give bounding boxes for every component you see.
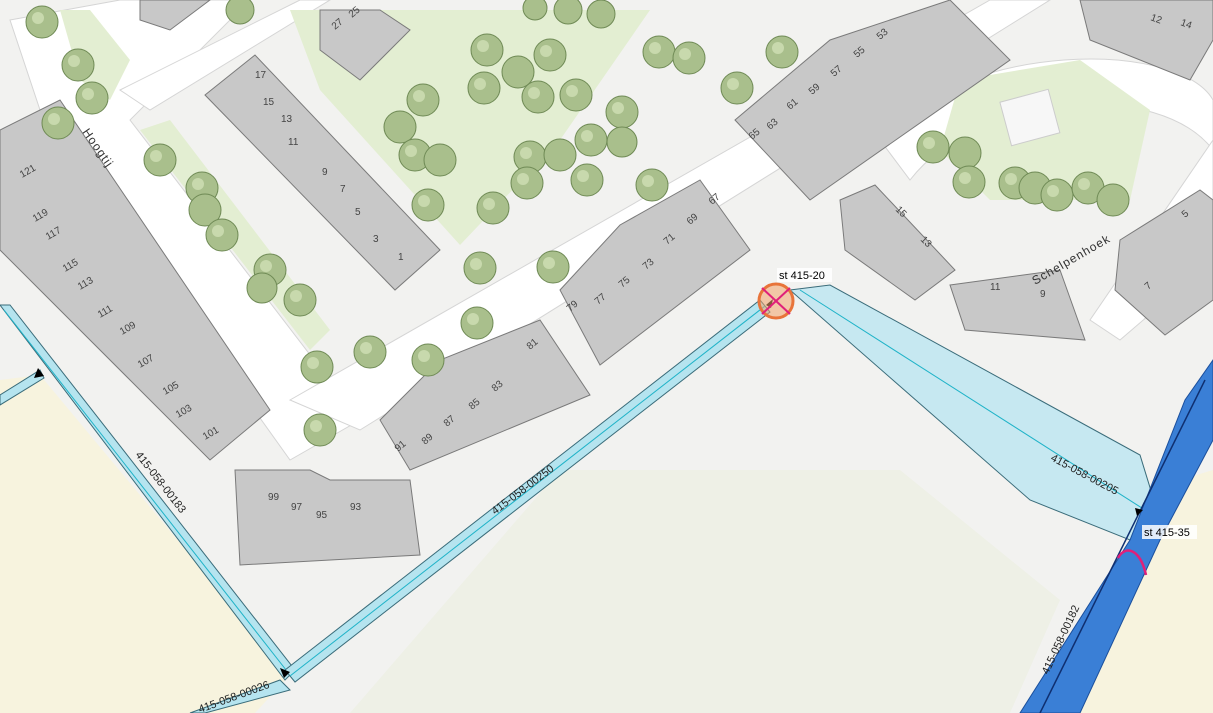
house-number-label: 7 [340, 184, 346, 195]
field-left [0, 375, 290, 713]
house-number-label: 97 [291, 502, 303, 513]
tree-icon [1040, 178, 1074, 212]
tree-icon [570, 163, 604, 197]
buildings [0, 0, 1213, 566]
house-number-label: 15 [263, 97, 275, 108]
tree-icon [143, 143, 177, 177]
tree-icon [513, 140, 547, 174]
house-number-label: 11 [288, 137, 299, 148]
tree-icon [642, 35, 676, 69]
house-number-label: 95 [316, 510, 328, 521]
tree-icon [283, 283, 317, 317]
pasture [350, 470, 1060, 713]
tree-icon [75, 81, 109, 115]
house-number-label: 9 [1040, 289, 1046, 300]
tree-icon [61, 48, 95, 82]
trees [25, 0, 1130, 447]
tree-icon [521, 80, 555, 114]
house-number-label: 11 [990, 282, 1001, 293]
tree-icon [476, 191, 510, 225]
tree-icon [586, 0, 616, 29]
tree-icon [41, 106, 75, 140]
tree-icon [522, 0, 548, 21]
house-number-label: 7 [1143, 280, 1155, 292]
ditch-left-spur [0, 369, 45, 406]
tree-icon [543, 138, 577, 172]
ditch-bottom-spur [189, 679, 291, 713]
tree-icon [533, 38, 567, 72]
tree-icon [501, 55, 535, 89]
tree-icon [720, 71, 754, 105]
house-number-label: 17 [255, 70, 267, 81]
tree-icon [916, 130, 950, 164]
tree-icon [246, 272, 278, 304]
house-number-label: 14 [1179, 17, 1194, 31]
tree-icon [948, 136, 982, 170]
station-label-bg-20 [777, 268, 832, 282]
tree-icon [1096, 183, 1130, 217]
tree-icon [406, 83, 440, 117]
tree-icon [606, 126, 638, 158]
tree-icon [25, 5, 59, 39]
tree-icon [188, 193, 222, 227]
house-number-label: 99 [268, 492, 280, 503]
tree-icon [383, 110, 417, 144]
house-number-label: 1 [398, 252, 404, 263]
tree-icon [353, 335, 387, 369]
tree-icon [463, 251, 497, 285]
tree-icon [205, 218, 239, 252]
tree-icon [605, 95, 639, 129]
tree-icon [398, 138, 432, 172]
house-number-label: 3 [373, 234, 379, 245]
house-number-label: 5 [1180, 208, 1192, 220]
house-number-label: 5 [355, 207, 361, 218]
tree-icon [510, 166, 544, 200]
tree-icon [423, 143, 457, 177]
tree-icon [672, 41, 706, 75]
park-central [290, 10, 650, 245]
tree-icon [635, 168, 669, 202]
station-label-415-20: st 415-20 [779, 270, 825, 282]
station-label-415-35: st 415-35 [1144, 527, 1190, 539]
obstruction-marker-icon[interactable] [757, 282, 795, 320]
tree-icon [460, 306, 494, 340]
green-strip-left [60, 10, 130, 100]
house-number-label: 9 [322, 167, 328, 178]
culvert-marker-icon[interactable] [1116, 549, 1148, 576]
tree-icon [470, 33, 504, 67]
house-number-label: 12 [1149, 12, 1164, 26]
tree-icon [225, 0, 255, 25]
tree-icon [467, 71, 501, 105]
canal-415-058-00182 [1019, 359, 1213, 713]
tree-icon [303, 413, 337, 447]
tree-icon [559, 78, 593, 112]
tree-icon [952, 165, 986, 199]
tree-icon [411, 188, 445, 222]
tree-icon [411, 343, 445, 377]
house-number-label: 13 [281, 114, 293, 125]
house-number-label: 93 [350, 502, 362, 513]
tree-icon [765, 35, 799, 69]
tree-icon [553, 0, 583, 25]
tree-icon [536, 250, 570, 284]
tree-icon [574, 123, 608, 157]
station-label-bg-35 [1142, 525, 1197, 539]
playground [999, 88, 1061, 147]
tree-icon [300, 350, 334, 384]
